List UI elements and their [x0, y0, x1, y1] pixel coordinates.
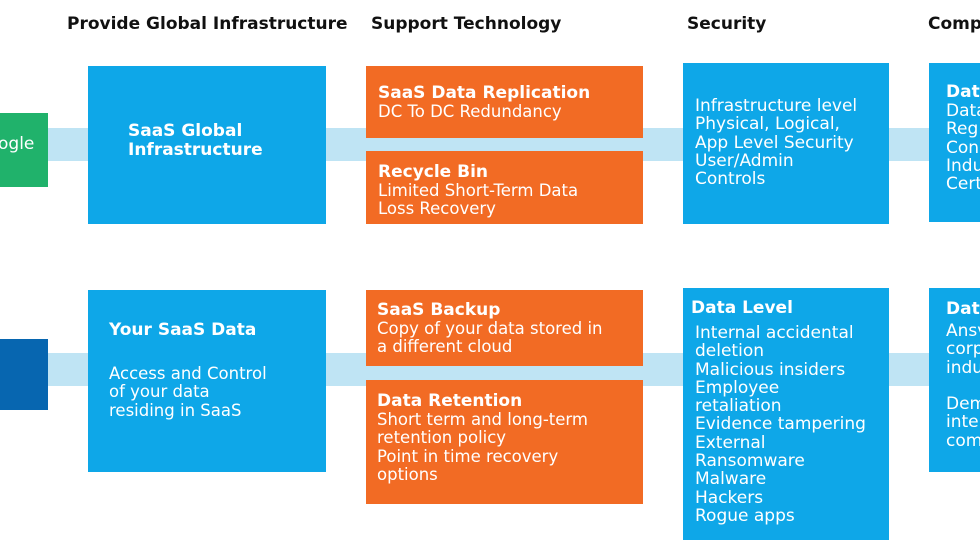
compliance-line: com	[946, 430, 980, 451]
header-support-technology: Support Technology	[371, 14, 562, 34]
compliance-line: Reg	[946, 119, 979, 140]
security-line: App Level Security	[695, 132, 854, 153]
security-line: User/Admin	[695, 150, 794, 171]
saas-global-infrastructure-box: SaaS Global Infrastructure	[88, 66, 326, 224]
saas-data-replication-box: SaaS Data Replication DC To DC Redundanc…	[366, 66, 643, 138]
saas-data-replication-text: DC To DC Redundancy	[378, 102, 562, 121]
compliance-line: Dem	[946, 394, 980, 415]
data-retention-text: Short term and long-term retention polic…	[377, 410, 588, 485]
threat-line: retaliation	[695, 396, 782, 417]
threat-line: Rogue apps	[695, 505, 795, 526]
compliance-line: indu	[946, 357, 980, 378]
threat-line: Hackers	[695, 487, 764, 508]
compliance-spacer	[946, 377, 980, 395]
compliance-line: Data	[946, 101, 980, 121]
threat-line: Malware	[695, 469, 767, 490]
security-line: Infrastructure level	[695, 96, 858, 116]
recycle-bin-title: Recycle Bin	[378, 162, 489, 182]
data-level-threat-list: Internal accidental deletion Malicious i…	[691, 323, 889, 526]
saas-global-infrastructure-title: SaaS Global Infrastructure	[128, 121, 263, 160]
row1-compliance-title: Dat	[946, 82, 980, 102]
your-saas-data-text: Access and Control of your data residing…	[109, 364, 267, 420]
header-provide-global-infrastructure: Provide Global Infrastructure	[67, 14, 348, 34]
compliance-line: Con	[946, 137, 980, 158]
data-level-title: Data Level	[691, 298, 793, 318]
compliance-line: corp	[946, 339, 980, 360]
compliance-line: Ansv	[946, 321, 980, 341]
your-saas-data-box: Your SaaS Data Access and Control of you…	[88, 290, 326, 472]
threat-line: Malicious insiders	[695, 359, 846, 380]
recycle-bin-text: Limited Short-Term Data Loss Recovery	[378, 181, 579, 219]
row2-compliance-box: Dat Ansv corp indu Dem inter com	[929, 288, 980, 472]
row2-compliance-title: Dat	[946, 299, 980, 319]
threat-line: External	[695, 432, 766, 453]
row2-source-box	[0, 339, 48, 410]
threat-line: deletion	[695, 341, 764, 362]
compliance-line: Indu	[946, 155, 980, 176]
recycle-bin-box: Recycle Bin Limited Short-Term Data Loss…	[366, 151, 643, 224]
saas-backup-title: SaaS Backup	[377, 300, 501, 320]
threat-line: Employee	[695, 377, 780, 398]
security-line: Controls	[695, 169, 766, 190]
compliance-line: inter	[946, 412, 980, 433]
your-saas-data-title: Your SaaS Data	[109, 320, 257, 340]
row1-compliance-box: Dat Data Reg Con Indu Cert	[929, 63, 980, 222]
threat-line: Ransomware	[695, 451, 805, 472]
compliance-line: Cert	[946, 174, 980, 195]
data-retention-title: Data Retention	[377, 391, 523, 411]
saas-data-replication-title: SaaS Data Replication	[378, 83, 591, 103]
saas-backup-box: SaaS Backup Copy of your data stored in …	[366, 290, 643, 366]
header-compliance: Comp	[928, 14, 980, 34]
row1-source-label: ogle	[0, 134, 35, 154]
saas-backup-text: Copy of your data stored in a different …	[377, 319, 603, 357]
threat-line: Internal accidental	[695, 323, 854, 343]
security-line: Physical, Logical,	[695, 114, 840, 135]
infrastructure-security-box: Infrastructure level Physical, Logical, …	[683, 63, 889, 224]
header-security: Security	[687, 14, 767, 34]
threat-line: Evidence tampering	[695, 414, 866, 435]
row1-source-box: ogle	[0, 113, 48, 187]
data-retention-box: Data Retention Short term and long-term …	[366, 380, 643, 504]
data-level-security-box: Data Level Internal accidental deletion …	[683, 288, 889, 540]
